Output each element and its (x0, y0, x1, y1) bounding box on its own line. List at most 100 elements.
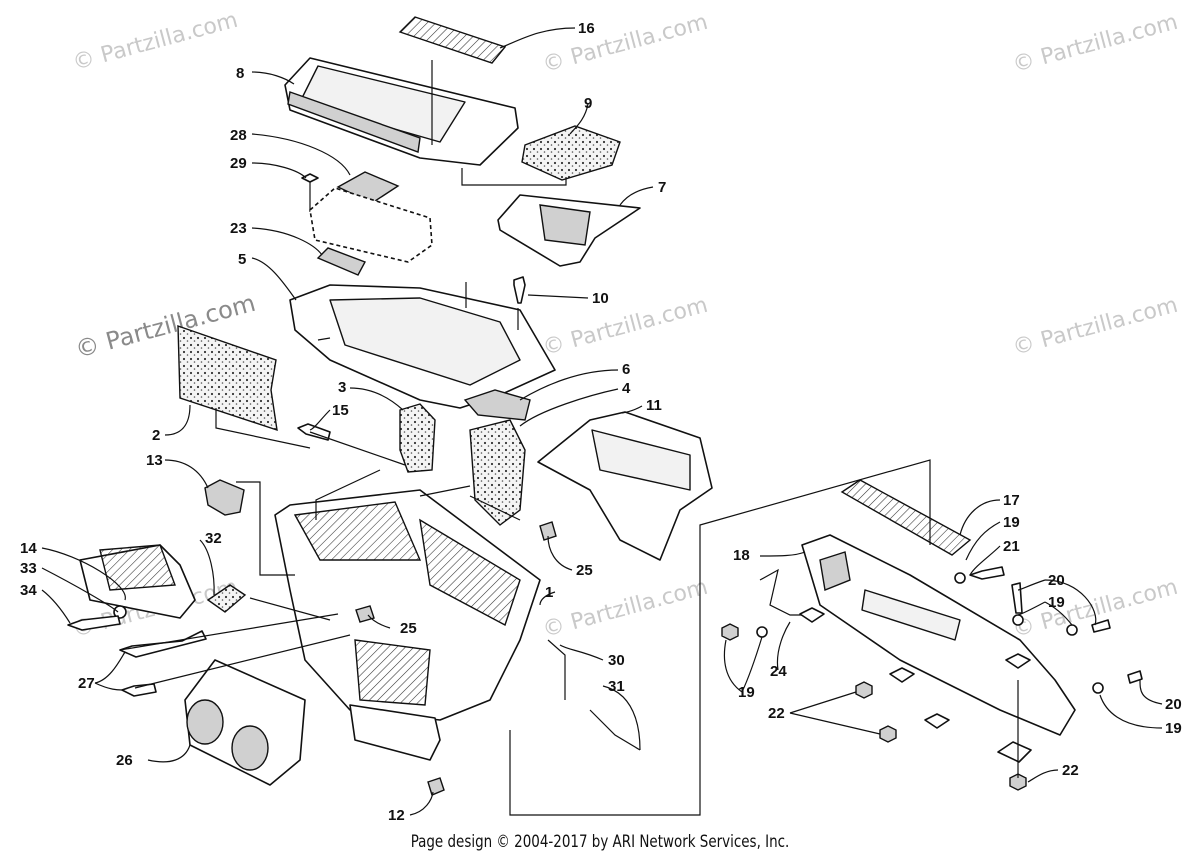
part-19-washer (756, 626, 768, 638)
callout-15: 15 (332, 402, 349, 419)
callout-20: 20 (1048, 572, 1065, 589)
callout-34: 34 (20, 582, 37, 599)
part-27-clip (119, 630, 207, 658)
part-18-housing (801, 534, 1076, 736)
callout-20: 20 (1165, 696, 1182, 713)
copyright-footer: Page design © 2004-2017 by ARI Network S… (410, 832, 790, 852)
callout-19: 19 (1165, 720, 1182, 737)
part-25-fitting (539, 521, 557, 541)
part-grommet (799, 607, 825, 623)
part-1-airbox (274, 489, 541, 761)
part-33-washer (113, 605, 127, 619)
part-22-nut (721, 623, 739, 641)
part-13-clip (204, 479, 245, 516)
part-22-knob (997, 741, 1032, 763)
part-5-base-plate (289, 284, 556, 409)
callout-1: 1 (545, 584, 553, 601)
watermark-text: © Partzilla.com (1010, 293, 1180, 361)
watermark-text: © Partzilla.com (1010, 575, 1180, 643)
part-2-foam (177, 325, 278, 432)
callout-26: 26 (116, 752, 133, 769)
callout-12: 12 (388, 807, 405, 824)
part-19-washer (1066, 624, 1078, 636)
callout-23: 23 (230, 220, 247, 237)
callout-7: 7 (658, 179, 666, 196)
part-20-bolt (1091, 619, 1111, 633)
part-12-drain (427, 777, 445, 796)
callout-19: 19 (738, 684, 755, 701)
part-19-washer (1012, 614, 1024, 626)
part-9-filter (521, 125, 621, 181)
callout-22: 22 (768, 705, 785, 722)
part-grommet (1005, 653, 1031, 669)
part-20-bolt (1011, 582, 1023, 614)
callout-4: 4 (622, 380, 631, 397)
part-4-foam (469, 419, 526, 526)
part-7-tray (497, 194, 641, 267)
part-32-sleeve (206, 584, 247, 613)
callout-16: 16 (578, 20, 595, 37)
callout-17: 17 (1003, 492, 1020, 509)
callout-10: 10 (592, 290, 609, 307)
callout-33: 33 (20, 560, 37, 577)
part-22-nut (879, 725, 897, 743)
callout-2: 2 (152, 427, 160, 444)
part-34-bolt (67, 615, 121, 631)
part-22-nut (855, 681, 873, 699)
callout-6: 6 (622, 361, 630, 378)
part-10-screw (513, 276, 526, 304)
callout-27: 27 (78, 675, 95, 692)
callout-31: 31 (608, 678, 625, 695)
part-23-grommet (316, 247, 366, 276)
callout-19: 19 (1048, 594, 1065, 611)
part-29-screw (301, 173, 319, 212)
part-3-foam (399, 403, 436, 473)
watermark-text: © Partzilla.com (540, 575, 710, 643)
part-31-cable (589, 709, 641, 751)
part-25-fitting (355, 605, 375, 623)
part-20-bolt (1127, 670, 1143, 684)
callout-32: 32 (205, 530, 222, 547)
part-26-outlet (184, 659, 306, 786)
part-11-duct (537, 411, 713, 561)
part-16-gasket (398, 16, 507, 64)
callout-18: 18 (733, 547, 750, 564)
callout-13: 13 (146, 452, 163, 469)
callout-21: 21 (1003, 538, 1020, 555)
part-17-gasket (840, 479, 972, 556)
watermark-text: © Partzilla.com (540, 10, 710, 78)
part-14-bracket (79, 544, 196, 619)
callout-22: 22 (1062, 762, 1079, 779)
part-8-lid (284, 57, 519, 166)
part-19-washer (954, 572, 966, 584)
part-24-bracket (759, 568, 815, 616)
watermark-text: © Partzilla.com (70, 8, 240, 76)
part-30-hose (547, 639, 566, 700)
callout-19: 19 (1003, 514, 1020, 531)
callout-25: 25 (576, 562, 593, 579)
callout-24: 24 (770, 663, 787, 680)
assembly-lines (119, 60, 931, 816)
callout-30: 30 (608, 652, 625, 669)
part-grommet (889, 667, 915, 683)
callout-3: 3 (338, 379, 346, 396)
watermark-text: © Partzilla.com (1010, 10, 1180, 78)
callout-28: 28 (230, 127, 247, 144)
part-ecu-module (309, 187, 433, 263)
callout-25: 25 (400, 620, 417, 637)
callout-9: 9 (584, 95, 592, 112)
part-21-bolt (969, 566, 1005, 580)
callout-leaders (41, 27, 1163, 816)
callout-8: 8 (236, 65, 244, 82)
part-grommet (924, 713, 950, 729)
callout-5: 5 (238, 251, 246, 268)
callout-numbers: 16 8 9 28 29 7 23 5 10 6 4 3 11 15 2 13 … (20, 20, 1182, 824)
watermark-text: © Partzilla.com (540, 293, 710, 361)
callout-11: 11 (646, 397, 662, 414)
part-19-washer (1092, 682, 1104, 694)
part-6-plate (463, 389, 531, 421)
callout-14: 14 (20, 540, 37, 557)
callout-29: 29 (230, 155, 247, 172)
part-27-clip (121, 683, 157, 697)
